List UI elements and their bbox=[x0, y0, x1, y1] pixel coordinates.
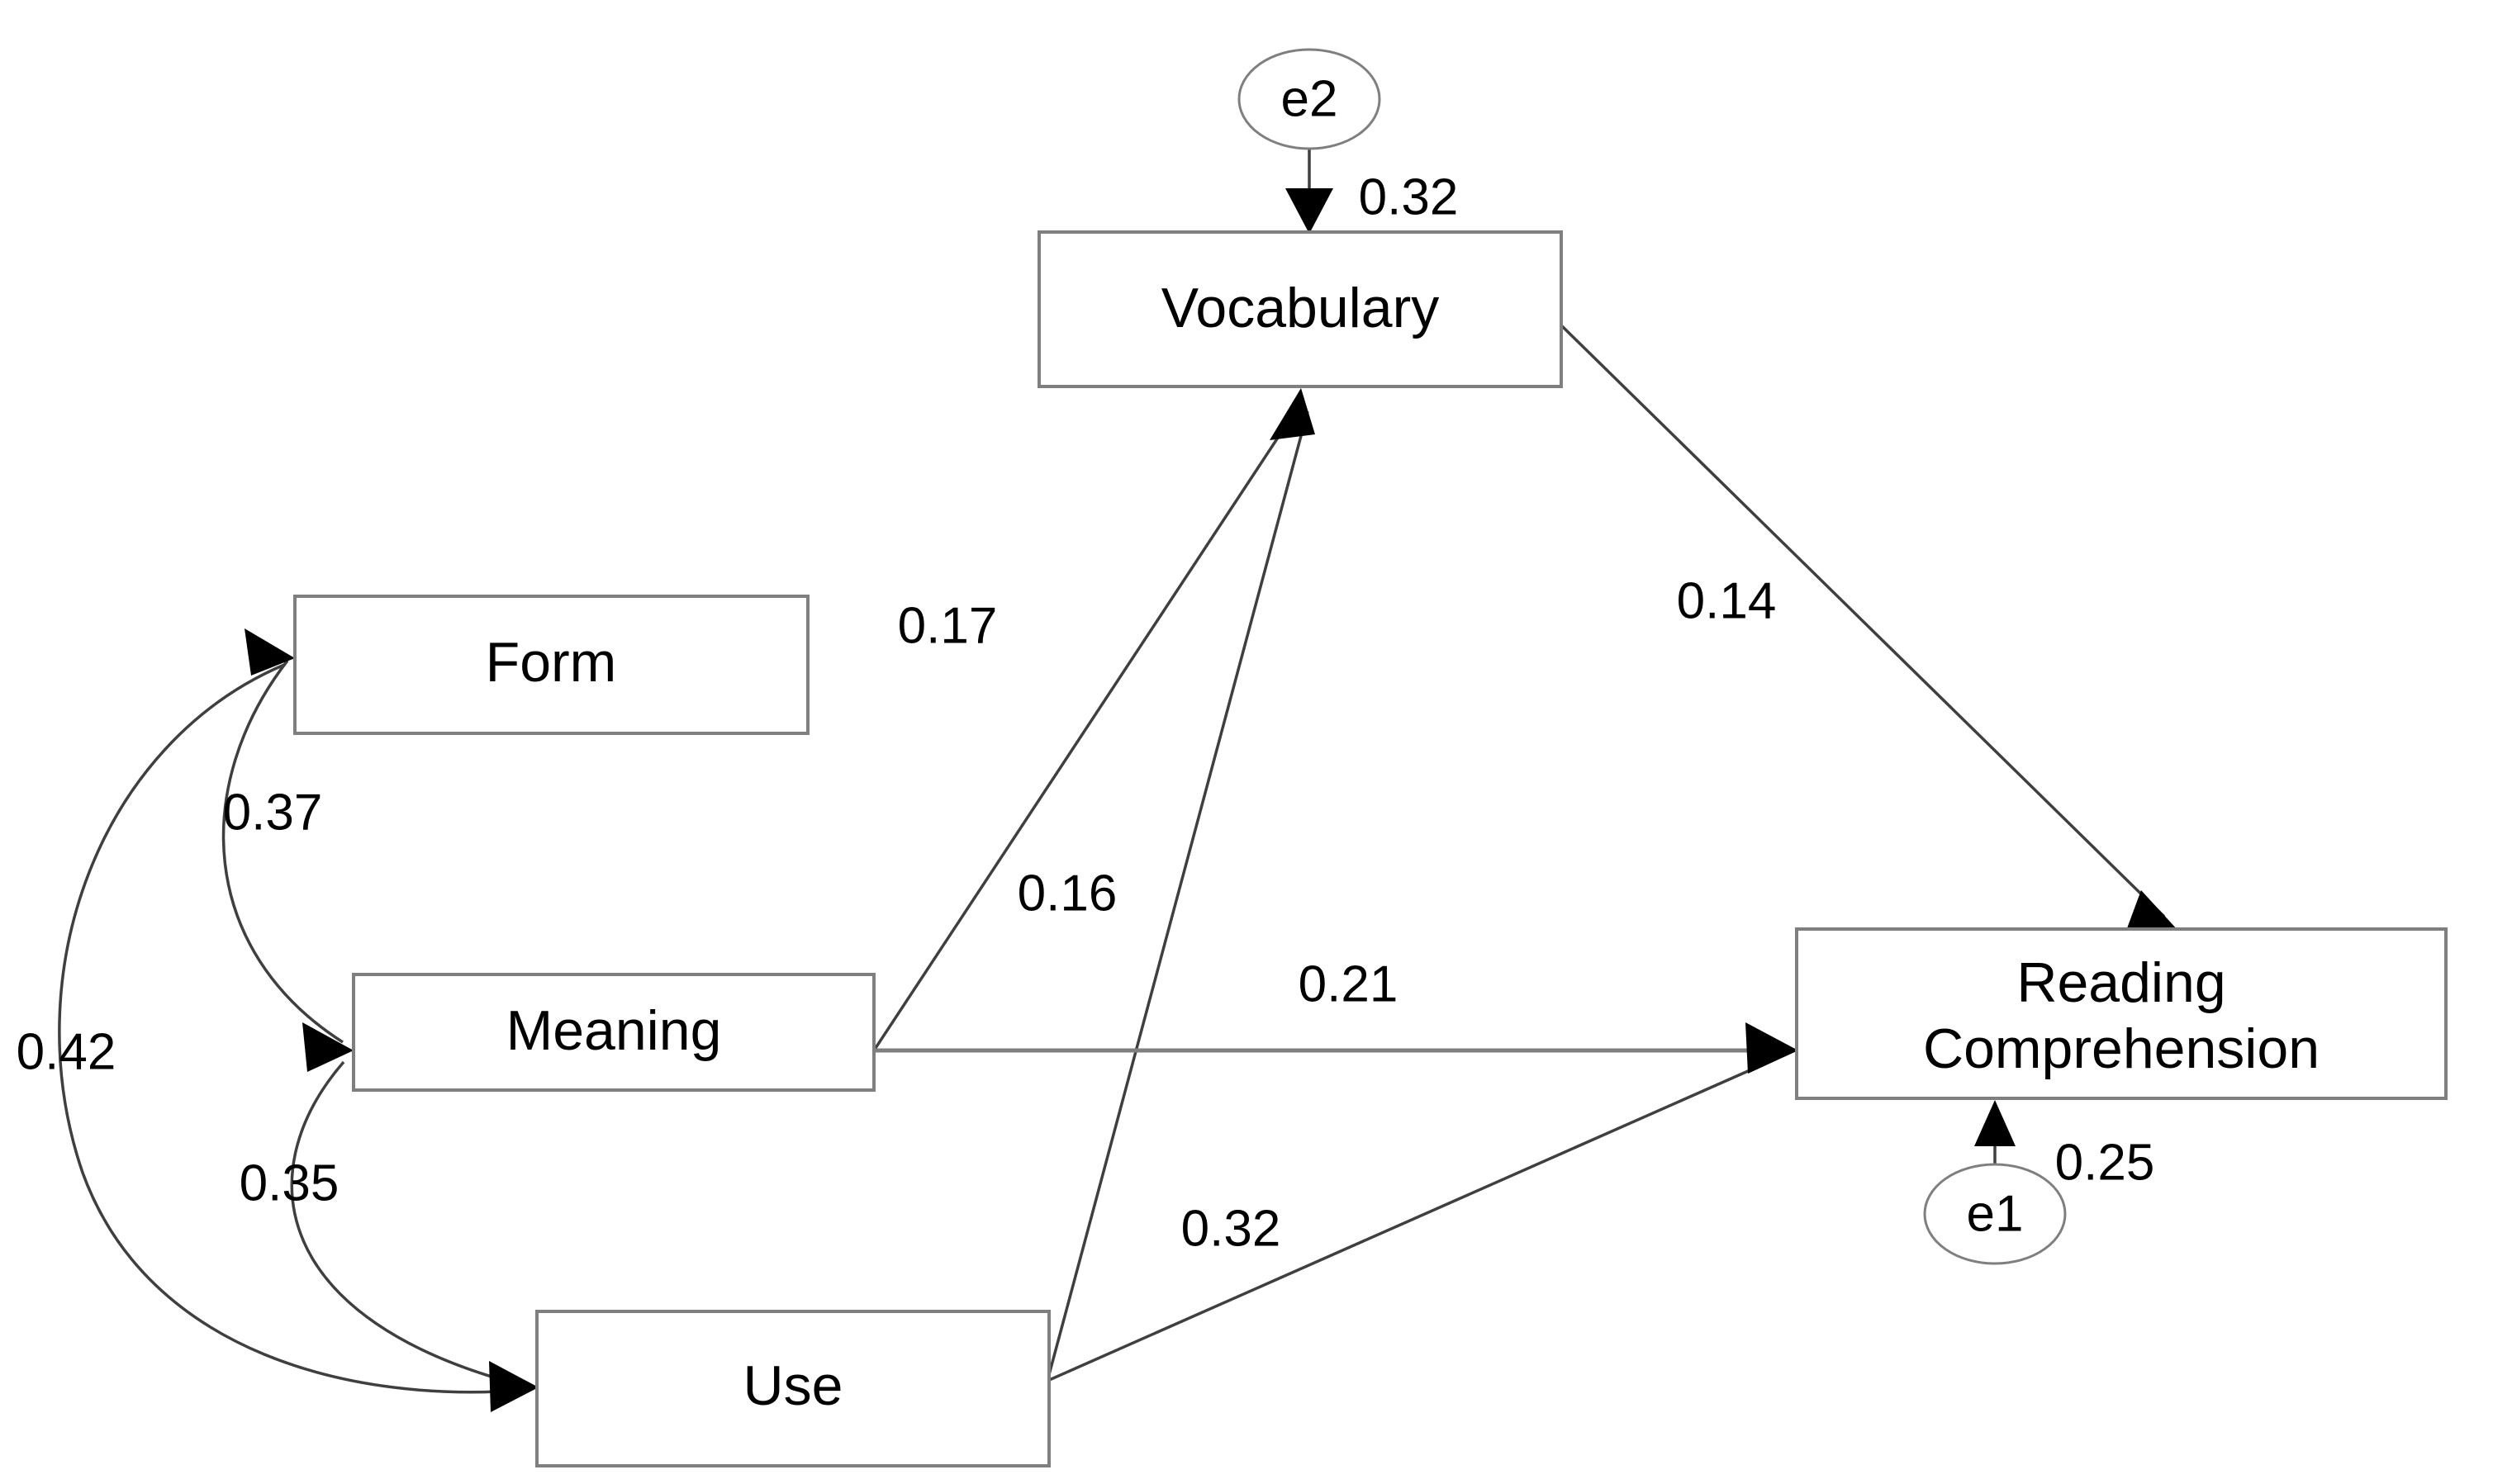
coefficient-label-e2-vocabulary: 0.32 bbox=[1359, 168, 1459, 225]
node-meaning[interactable]: Meaning bbox=[352, 973, 876, 1092]
node-form-label: Form bbox=[486, 631, 617, 694]
path-meaning-use-covariance bbox=[290, 1022, 525, 1387]
coefficient-label-use-vocabulary: 0.16 bbox=[1018, 865, 1118, 922]
node-vocabulary-label: Vocabulary bbox=[1161, 277, 1439, 339]
node-e1-label: e1 bbox=[1967, 1185, 2024, 1242]
path-form-meaning-covariance bbox=[221, 628, 344, 1044]
coefficient-label-e1-reading: 0.25 bbox=[2055, 1134, 2155, 1191]
coefficient-label-form-meaning: 0.37 bbox=[223, 784, 323, 841]
path-vocabulary-to-reading-comprehension bbox=[1558, 322, 2178, 931]
node-e2[interactable]: e2 bbox=[1237, 48, 1381, 150]
arrowhead-into-use-left bbox=[489, 1361, 539, 1412]
coefficient-label-meaning-vocabulary: 0.17 bbox=[898, 597, 998, 654]
path-form-use-covariance bbox=[58, 663, 526, 1394]
coefficient-label-meaning-use: 0.35 bbox=[240, 1154, 340, 1211]
node-vocabulary[interactable]: Vocabulary bbox=[1038, 230, 1563, 388]
node-use[interactable]: Use bbox=[535, 1310, 1051, 1467]
path-meaning-to-vocabulary bbox=[872, 410, 1297, 1051]
node-reading-comprehension-label-line2: Comprehension bbox=[1923, 1017, 2320, 1080]
path-use-to-vocabulary bbox=[1046, 410, 1309, 1382]
node-reading-comprehension-label-line1: Reading bbox=[2016, 951, 2225, 1014]
path-use-to-reading-comprehension bbox=[1047, 1057, 1777, 1382]
coefficient-label-vocabulary-reading: 0.14 bbox=[1677, 572, 1777, 629]
node-use-label: Use bbox=[743, 1354, 843, 1417]
path-e1-to-reading-comprehension bbox=[1974, 1100, 2016, 1164]
node-e2-label: e2 bbox=[1281, 70, 1338, 127]
node-reading-comprehension[interactable]: Reading Comprehension bbox=[1795, 927, 2448, 1100]
node-e1[interactable]: e1 bbox=[1923, 1163, 2067, 1265]
coefficient-label-use-reading: 0.32 bbox=[1181, 1200, 1281, 1257]
node-meaning-label: Meaning bbox=[506, 999, 722, 1062]
arrowhead-into-vocabulary-bottom bbox=[1270, 388, 1315, 440]
node-form[interactable]: Form bbox=[293, 595, 810, 735]
path-e2-to-vocabulary bbox=[1285, 149, 1333, 234]
arrowhead-into-reading-comprehension-left bbox=[1745, 1022, 1798, 1074]
coefficient-label-form-use: 0.42 bbox=[17, 1023, 116, 1080]
coefficient-label-meaning-reading: 0.21 bbox=[1299, 955, 1398, 1012]
